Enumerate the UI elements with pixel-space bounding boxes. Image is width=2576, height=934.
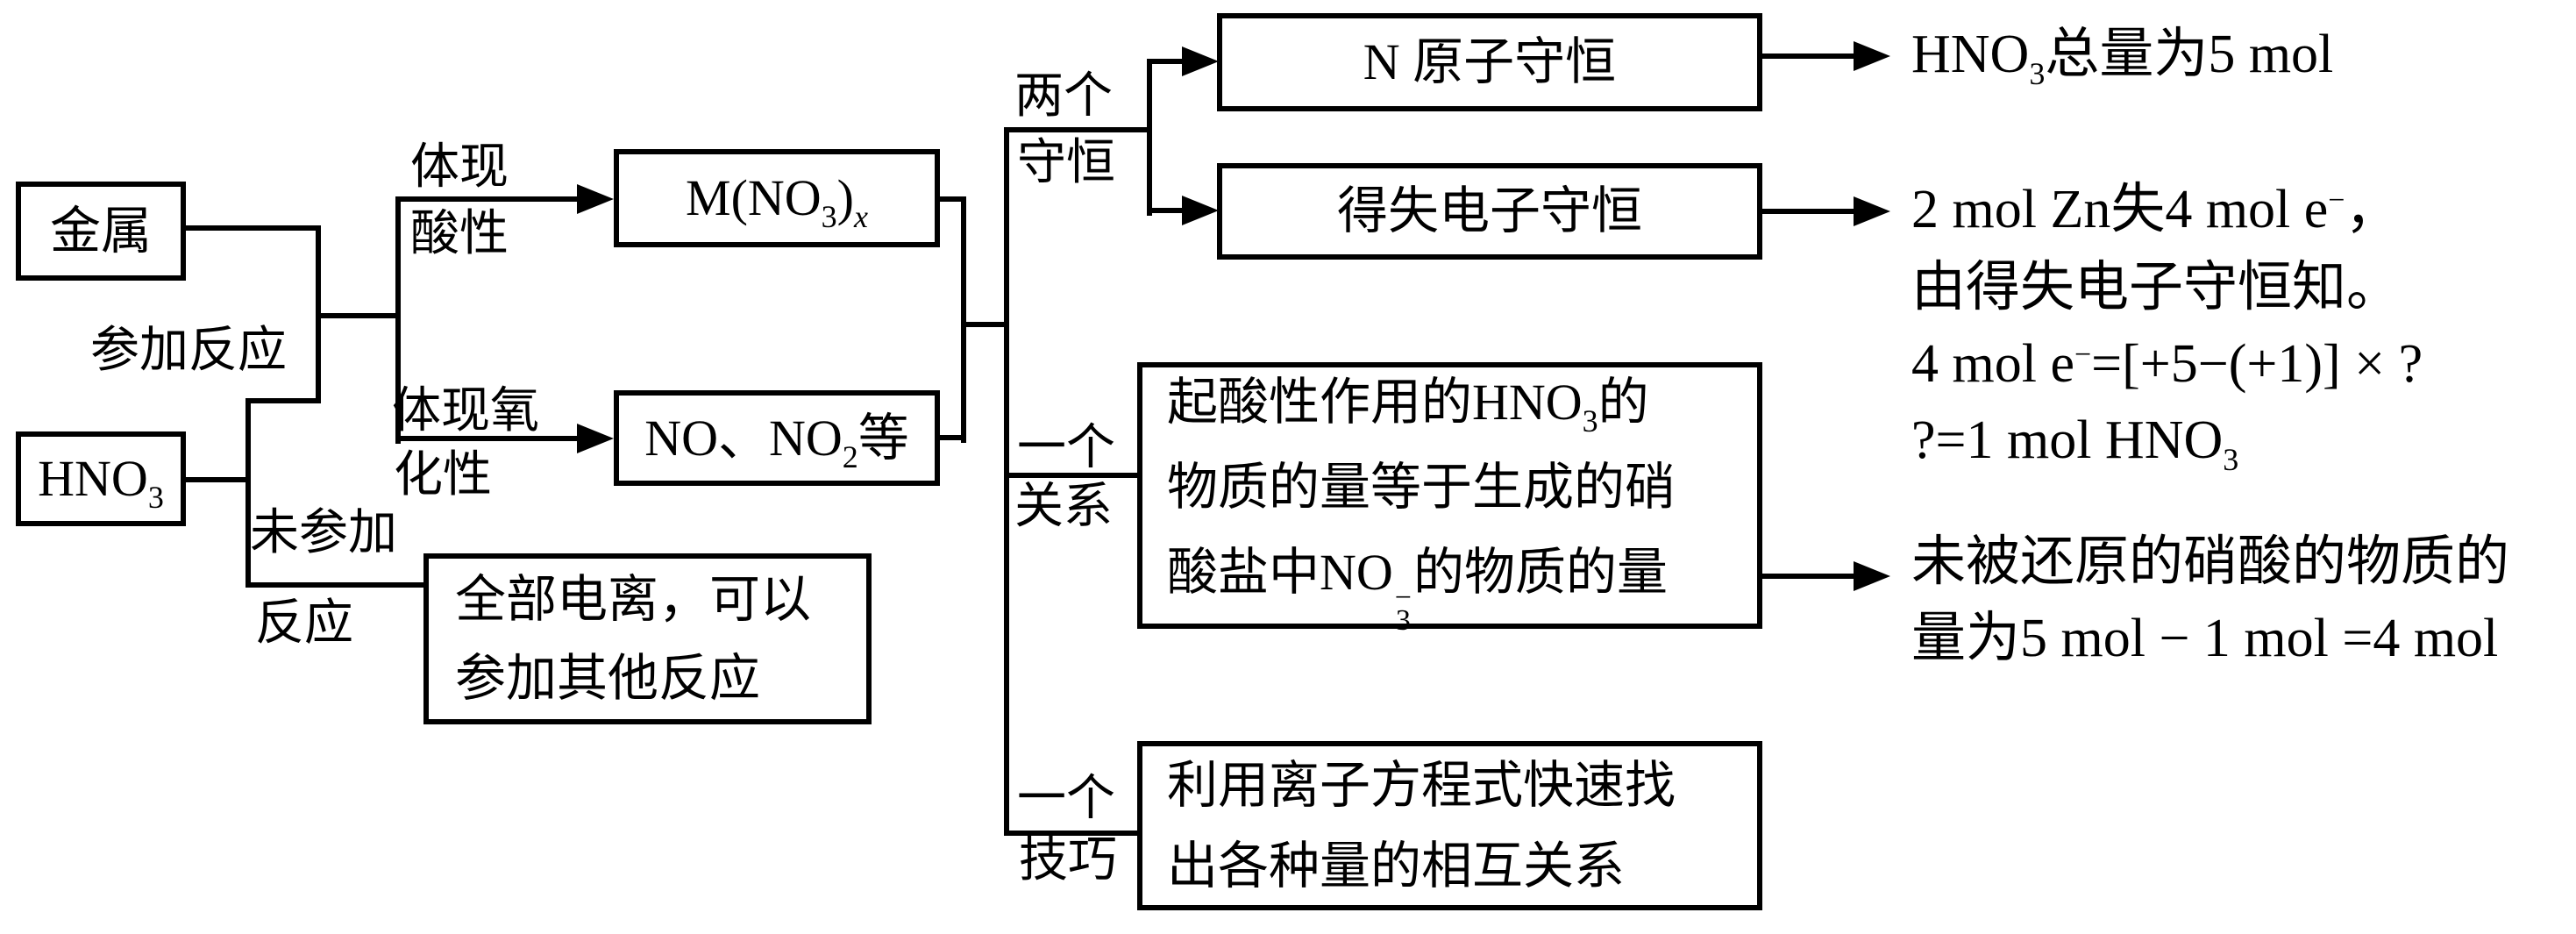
node-jinshu-label: 金属	[49, 202, 152, 260]
label-tixian-yanghua-line1: 体现氧	[392, 384, 539, 438]
arrow-suanxing-shaft	[395, 196, 579, 202]
result-unreduced-line2: 量为5 mol − 1 mol =4 mol	[1911, 609, 2499, 668]
node-liyong-line2: 出各种量的相互关系	[1167, 837, 1626, 895]
node-nono2-box: NO、NO2等	[614, 390, 940, 486]
arrow-result3-head-icon	[1854, 561, 1890, 591]
connector-bracket-to-trunk	[961, 322, 1009, 327]
node-nyuanzi-box: N 原子守恒	[1217, 13, 1762, 111]
node-quanbu-box: 全部电离，可以 参加其他反应	[423, 553, 872, 724]
node-hno3-box: HNO3	[16, 431, 186, 526]
connector-trunk-lower	[246, 398, 251, 588]
connector-trunk-jog	[246, 398, 321, 403]
node-nono2-label: NO、NO2等	[644, 409, 909, 474]
label-yige-guanxi-line1: 一个	[1017, 421, 1115, 475]
node-jinshu-box: 金属	[16, 182, 186, 281]
arrow-yanghua-shaft	[395, 436, 579, 441]
arrow-yanghua-head-icon	[577, 424, 614, 453]
label-tixian-suanxing-line2: 酸性	[410, 207, 509, 261]
node-liyong-line1: 利用离子方程式快速找	[1167, 756, 1676, 814]
label-yige-jiqiao-line1: 一个	[1017, 772, 1115, 826]
result-electron-line3: 4 mol e−=[+5−(+1)] × ?	[1911, 334, 2423, 394]
node-hno3-label: HNO3	[38, 450, 164, 516]
connector-fork-left	[395, 196, 401, 444]
arrow-result1-head-icon	[1854, 41, 1890, 71]
node-qisuanxing-line1: 起酸性作用的HNO3的	[1167, 373, 1649, 438]
label-liangge-shouheng-line2: 守恒	[1017, 136, 1115, 190]
arrow-result2-shaft	[1762, 209, 1857, 214]
connector-main-to-fork	[316, 313, 401, 318]
connector-shouheng-branch	[1004, 127, 1152, 132]
node-liyong-box: 利用离子方程式快速找 出各种量的相互关系	[1137, 741, 1762, 910]
result-unreduced-line1: 未被还原的硝酸的物质的	[1911, 532, 2510, 592]
node-mno3x-box: M(NO3)x	[614, 149, 940, 247]
label-tixian-yanghua-line2: 化性	[394, 448, 492, 503]
label-yige-jiqiao-line2: 技巧	[1019, 833, 1117, 888]
result-electron-line2: 由得失电子守恒知。	[1911, 258, 2402, 317]
node-deshi-box: 得失电子守恒	[1217, 163, 1762, 260]
label-yige-guanxi-line2: 关系	[1014, 480, 1113, 534]
connector-bracket-mid	[961, 196, 966, 443]
arrow-nyuanzi-shaft	[1147, 59, 1185, 64]
result-electron-line1: 2 mol Zn失4 mol e−，	[1911, 180, 2400, 239]
node-mno3x-label: M(NO3)x	[686, 169, 868, 235]
label-canjia-fanying: 参加反应	[90, 324, 287, 378]
node-qisuanxing-line2: 物质的量等于生成的硝	[1167, 458, 1676, 516]
label-weicanjia-line1: 未参加	[250, 506, 397, 560]
result-hno3-total: HNO3总量为5 mol	[1911, 25, 2334, 91]
connector-jinshu-stub	[186, 225, 321, 231]
connector-hno3-stub	[186, 477, 251, 482]
arrow-deshi-shaft	[1147, 208, 1185, 213]
label-liangge-shouheng-line1: 两个	[1014, 69, 1113, 124]
connector-nono2-stub	[935, 435, 964, 440]
arrow-result2-head-icon	[1854, 196, 1890, 226]
connector-mno3x-stub	[935, 196, 964, 202]
connector-right-trunk	[1004, 127, 1009, 836]
connector-jiqiao-branch	[1004, 831, 1137, 836]
arrow-result1-shaft	[1762, 53, 1857, 59]
arrow-suanxing-head-icon	[577, 184, 614, 214]
label-tixian-suanxing-line1: 体现	[410, 140, 509, 195]
arrow-nyuanzi-head-icon	[1182, 46, 1219, 76]
connector-fork-right	[1147, 59, 1152, 216]
node-quanbu-line2: 参加其他反应	[455, 649, 761, 707]
connector-quanbu-branch	[246, 582, 423, 588]
node-quanbu-line1: 全部电离，可以	[455, 570, 812, 628]
arrow-result3-shaft	[1762, 574, 1857, 579]
node-nyuanzi-label: N 原子守恒	[1363, 33, 1617, 91]
result-electron-line4: ?=1 mol HNO3	[1911, 410, 2239, 477]
label-weicanjia-line2: 反应	[255, 596, 353, 651]
arrow-deshi-head-icon	[1182, 196, 1219, 225]
node-deshi-label: 得失电子守恒	[1336, 182, 1642, 240]
connector-guanxi-branch	[1004, 473, 1137, 478]
